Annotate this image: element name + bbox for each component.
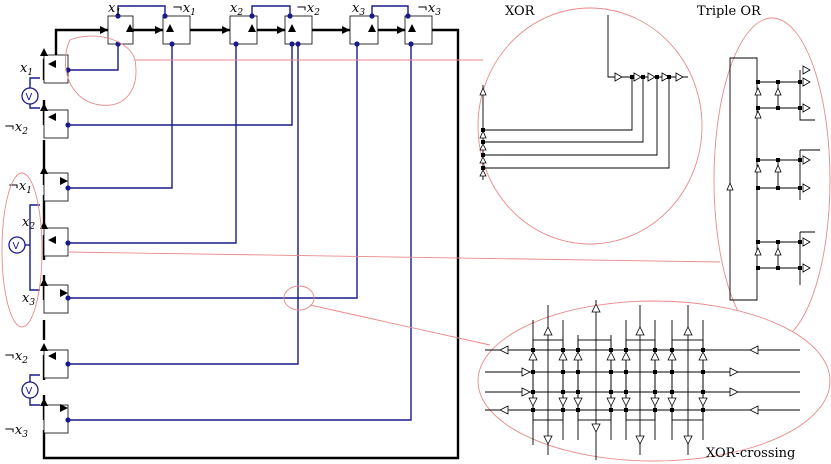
xor-inset: XOR [477,4,703,245]
left-label-x2: x2 [22,215,35,232]
svg-text:V: V [26,386,33,397]
arrow-icon [277,26,285,34]
top-label-x3: x3 [352,1,365,18]
left-label-x1: x1 [20,61,33,78]
left-label-notx2b: ¬x2 [4,349,28,366]
xor-crossing-arrows [499,303,759,445]
outer-cycle-wire [42,28,460,460]
voltage-source-icon [21,87,39,105]
top-labels: x1 ¬x1 x2 ¬x2 x3 ¬x3 [108,1,441,18]
arrow-icon [342,26,350,34]
inset-title-triple-or: Triple OR [697,4,762,19]
left-label-notx3: ¬x3 [4,423,28,440]
arrow-icon [155,26,163,34]
svg-text:V: V [13,241,20,252]
xor-crossing-inset: XOR-crossing [477,300,831,462]
left-label-notx2: ¬x2 [4,120,28,137]
left-label-notx1: ¬x1 [8,179,32,196]
triple-or-inset: Triple OR [697,4,831,343]
clause-wires [65,41,414,423]
svg-text:V: V [26,92,33,103]
top-label-x2: x2 [230,1,243,18]
xor-crossing-nodes [531,348,705,412]
left-gadget-column [40,48,69,434]
arrow-icon [397,26,405,34]
top-label-x1: x1 [108,1,121,18]
top-gadget-row [100,5,433,45]
left-label-x3: x3 [22,291,35,308]
voltage-sources: V V V [8,77,40,406]
top-label-notx3: ¬x3 [417,1,441,18]
arrow-icon [222,26,230,34]
highlight-markers [1,35,721,346]
top-label-notx1: ¬x1 [172,1,196,18]
arrow-icon [100,26,108,34]
inset-title-xor-crossing: XOR-crossing [706,446,795,461]
top-label-notx2: ¬x2 [296,1,320,18]
voltage-source-icon [21,381,39,399]
xor-crossing-grid [485,300,800,460]
triple-or-block [754,65,820,285]
inset-title-xor: XOR [505,4,536,19]
